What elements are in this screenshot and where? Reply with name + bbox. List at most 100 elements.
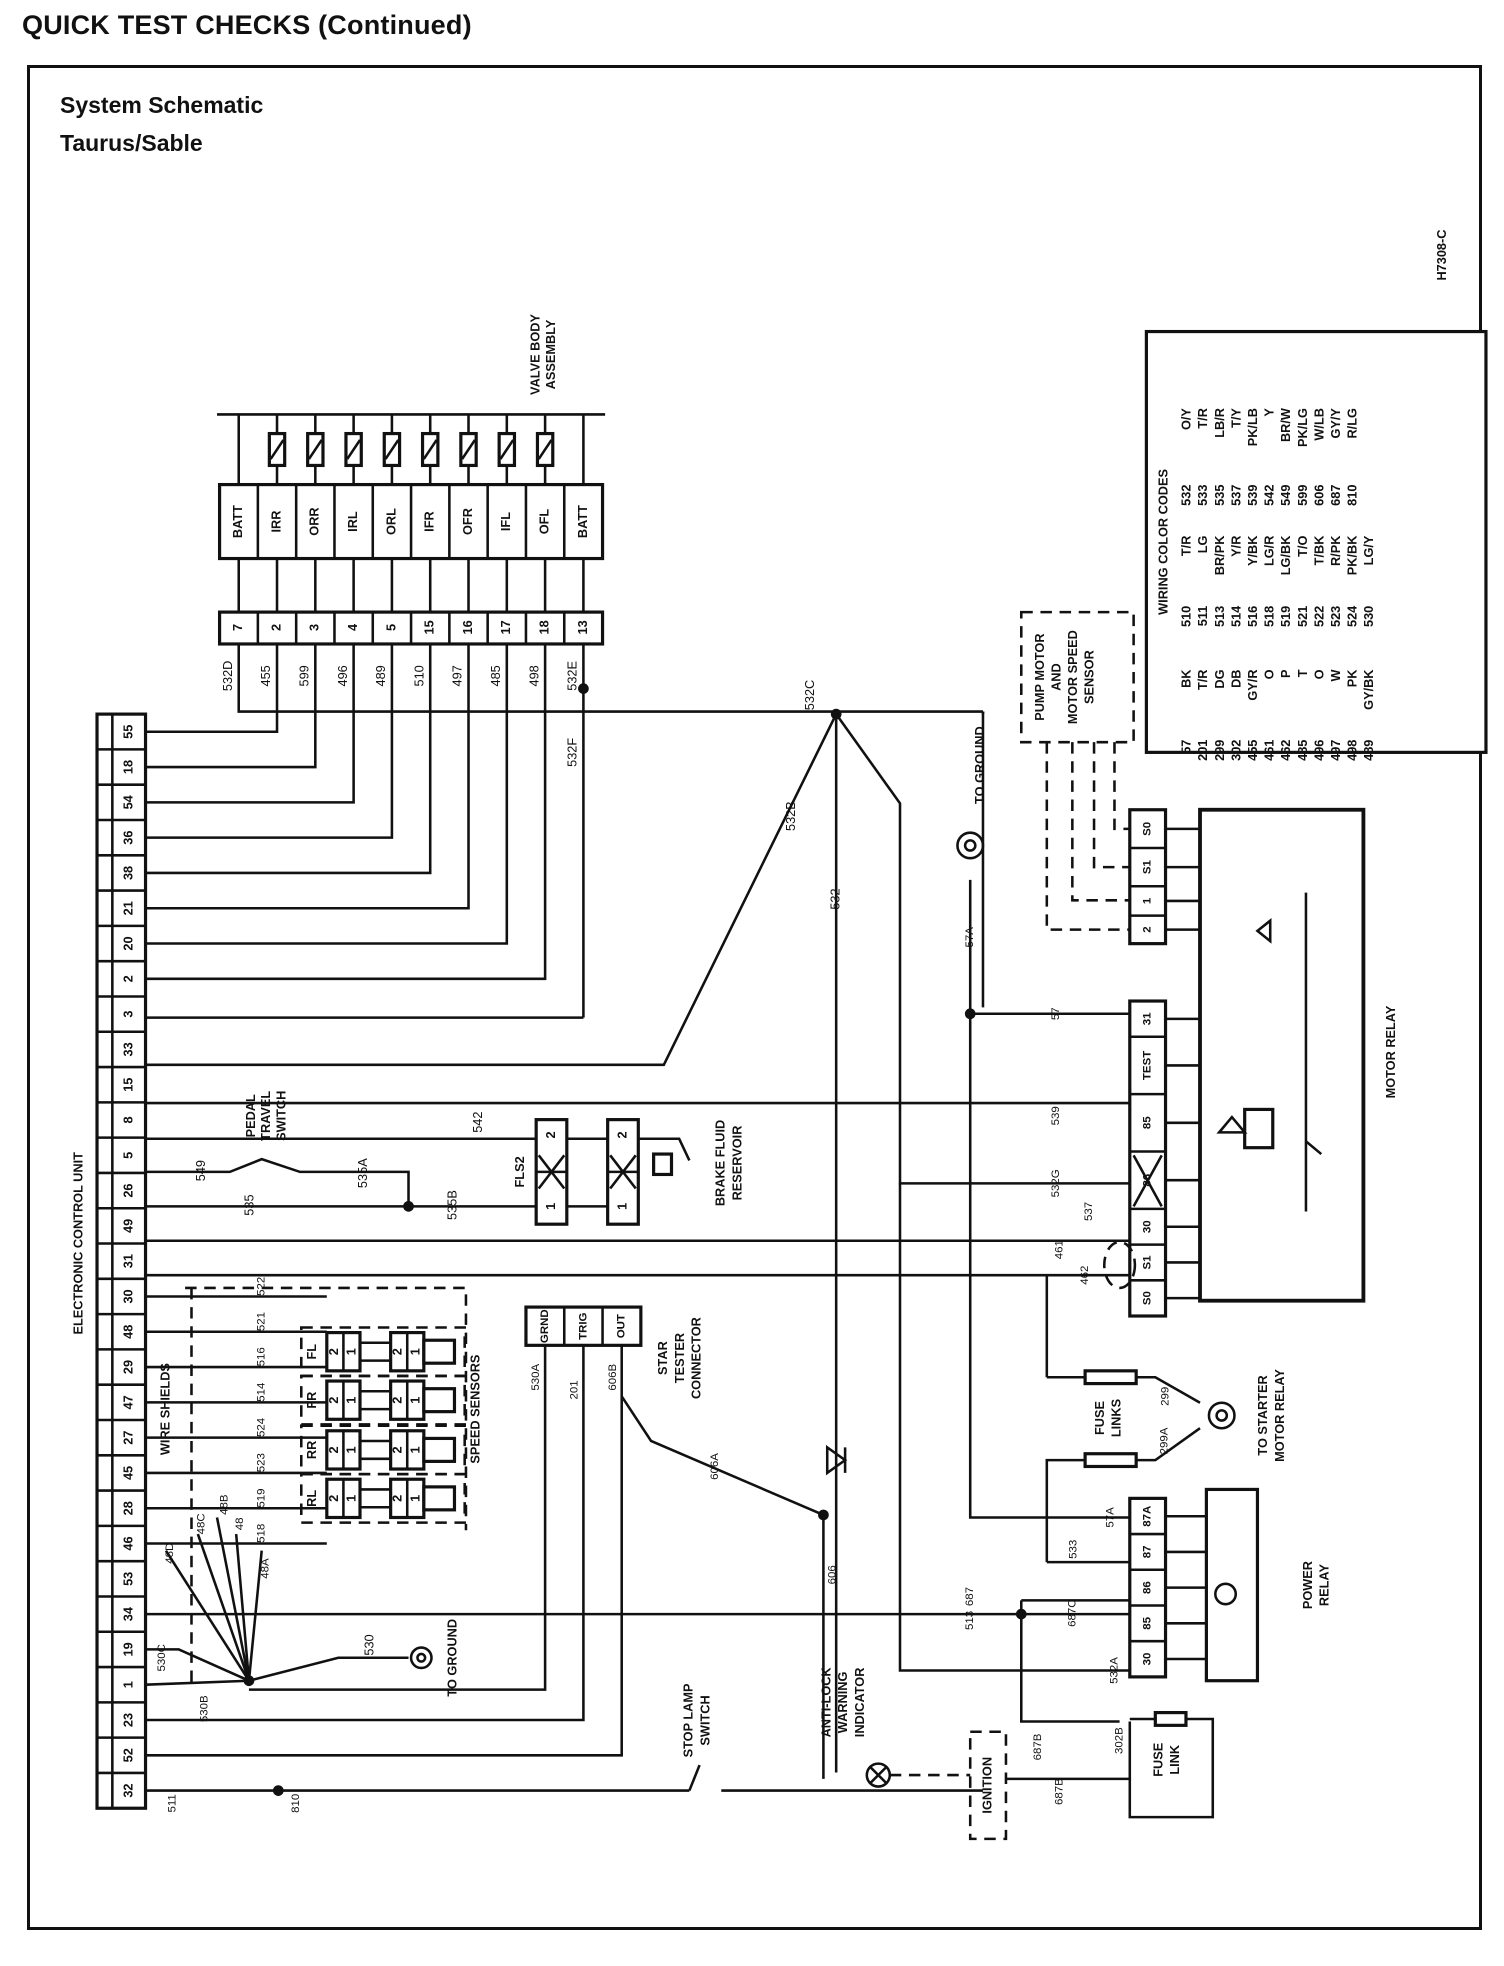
wire-label-532e: 532E xyxy=(565,661,580,691)
color-cell: 485 xyxy=(1295,740,1310,761)
color-cell: BK xyxy=(1179,669,1194,688)
fuse-links-label: FUSE xyxy=(1092,1401,1107,1435)
wire-530b xyxy=(145,1679,249,1686)
wire-532c-bus xyxy=(237,643,584,713)
valve-wire-599 xyxy=(145,643,317,769)
valve-pin-17: 17 xyxy=(498,620,513,634)
wire-48c xyxy=(196,1533,251,1682)
wire-label-542: 542 xyxy=(470,1112,485,1133)
motor-relay-pin-30: 30 xyxy=(1142,1220,1154,1233)
wire-label-532d: 532D xyxy=(220,661,235,691)
speed-sensor-pin: 1 xyxy=(408,1495,423,1502)
wire-label-532g: 532G xyxy=(1050,1169,1062,1197)
speed-sensor-name: FL xyxy=(304,1344,319,1360)
valve-body-label: ASSEMBLY xyxy=(543,319,558,389)
color-cell: LG xyxy=(1195,536,1210,554)
wire-label-530: 530 xyxy=(362,1634,377,1655)
color-cell: W xyxy=(1328,669,1343,682)
valve-pin-18: 18 xyxy=(536,620,551,634)
pump-motor-box xyxy=(1020,610,1135,744)
wire-shield xyxy=(300,1472,466,1524)
brake-switch xyxy=(609,1154,637,1190)
color-cell: T/BK xyxy=(1311,535,1326,566)
color-cell: 533 xyxy=(1195,485,1210,506)
wire-label-687: 687 xyxy=(964,1587,976,1606)
wire-label-57: 57 xyxy=(1050,1007,1062,1020)
color-cell: 511 xyxy=(1195,606,1210,627)
wire-label-497: 497 xyxy=(450,665,465,686)
wire-label-489: 489 xyxy=(373,665,388,686)
wire-label-810: 810 xyxy=(290,1794,302,1813)
ecu-pin-48: 48 xyxy=(120,1325,135,1339)
ground-terminal-upper xyxy=(956,831,985,860)
color-cell: LG/Y xyxy=(1361,535,1376,565)
ecu-label: ELECTRONIC CONTROL UNIT xyxy=(71,1152,86,1335)
star-tester-label: TESTER xyxy=(672,1333,687,1383)
wiring-color-codes-table: 57BK510T/R532O/Y201T/R511LG533T/R299DG51… xyxy=(1144,329,1488,761)
wire-606a xyxy=(620,1395,824,1517)
valve-pin-2: 2 xyxy=(268,624,283,631)
star-tester-label: STAR xyxy=(655,1341,670,1375)
speed-sensor-coil xyxy=(422,1485,457,1512)
color-cell: 599 xyxy=(1295,485,1310,506)
schematic-frame xyxy=(27,65,1482,1930)
junction-dot xyxy=(964,1008,976,1020)
wire-label-537: 537 xyxy=(1083,1202,1095,1221)
wire-302b xyxy=(1128,1717,1215,1819)
wire-532b xyxy=(145,713,838,1067)
solenoid-mark xyxy=(461,439,476,460)
wire-label-462: 462 xyxy=(1079,1266,1091,1285)
speed-sensor-pin: 1 xyxy=(408,1397,423,1404)
color-cell: GY/R xyxy=(1245,669,1260,700)
color-cell: O xyxy=(1311,669,1326,679)
color-cell: DB xyxy=(1228,669,1243,687)
power-relay-pin-30: 30 xyxy=(1142,1653,1154,1666)
ecu-pin-28: 28 xyxy=(120,1501,135,1515)
ecu-pin-53: 53 xyxy=(120,1572,135,1586)
color-cell: T/Y xyxy=(1228,408,1243,428)
wire-label-533: 533 xyxy=(1068,1540,1080,1559)
wire-label-48b: 48B xyxy=(219,1494,231,1515)
motor-relay-pin-test: TEST xyxy=(1142,1051,1154,1080)
color-cell: T/R xyxy=(1179,536,1194,557)
wire-label-48: 48 xyxy=(234,1517,246,1530)
wire-label-523: 523 xyxy=(256,1453,268,1472)
wire-532a xyxy=(898,1183,1130,1672)
wire-label-519: 519 xyxy=(256,1488,268,1507)
junction-dot xyxy=(403,1200,414,1212)
color-cell: 201 xyxy=(1195,740,1210,761)
wire-label-513: 513 xyxy=(964,1611,976,1630)
color-cell: R/LG xyxy=(1345,408,1360,439)
wire-label-530a: 530A xyxy=(530,1363,542,1390)
color-cell: 462 xyxy=(1278,740,1293,761)
solenoid-mark xyxy=(384,439,400,460)
wire-label-606: 606 xyxy=(826,1565,838,1584)
wire-549-535a xyxy=(145,1157,410,1207)
speed-sensor-coil xyxy=(422,1338,457,1365)
ecu-pin-34: 34 xyxy=(120,1606,135,1621)
wire-label-57a-top: 57A xyxy=(964,927,976,948)
motor-relay-body xyxy=(1198,807,1366,1303)
valve-pin-3: 3 xyxy=(307,624,322,631)
wire-label-511: 511 xyxy=(166,1794,178,1812)
wire-label-535: 535 xyxy=(242,1194,257,1215)
speed-sensor-pin: 2 xyxy=(326,1348,341,1355)
star-tester-label: CONNECTOR xyxy=(688,1317,703,1399)
schematic-subtitle: System Schematic xyxy=(60,92,264,118)
wire-687b-top xyxy=(1020,1600,1120,1723)
wire-label-299: 299 xyxy=(1160,1387,1172,1406)
shield-outline xyxy=(185,1286,468,1684)
ground-terminal-upper-inner xyxy=(963,839,977,852)
ecu-box xyxy=(95,712,148,1810)
brake-fluid-label: BRAKE FLUID xyxy=(713,1120,728,1206)
page-title: QUICK TEST CHECKS (Continued) xyxy=(22,10,472,40)
pump-pin-s0: S0 xyxy=(1142,822,1154,836)
ecu-pin-32: 32 xyxy=(120,1783,135,1797)
starter-terminal-inner xyxy=(1215,1409,1229,1422)
warning-lamp-cross xyxy=(868,1765,889,1785)
wire-label-687b-top: 687B xyxy=(1032,1733,1044,1760)
ecu-pin-15: 15 xyxy=(120,1078,135,1092)
color-cell: 497 xyxy=(1328,740,1343,761)
fuse-link-label: LINK xyxy=(1167,1744,1182,1775)
brake-pin-2: 2 xyxy=(614,1131,629,1138)
